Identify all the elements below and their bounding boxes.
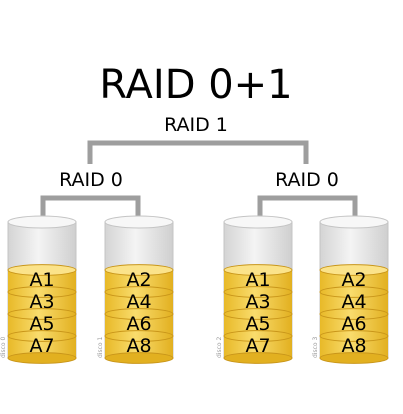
data-block-edge: [104, 330, 174, 342]
mirror-connector: [87, 140, 309, 164]
data-block-edge: [104, 286, 174, 298]
disk-bottom: [104, 352, 174, 364]
data-block-label: A6: [341, 313, 366, 335]
data-block: [8, 314, 76, 336]
disk-bottom: [319, 352, 389, 364]
data-block-label: A5: [245, 313, 270, 335]
stripe-group-label-left: RAID 0: [59, 169, 123, 191]
disk-caption: disco 2: [216, 337, 223, 358]
data-block-label: A3: [29, 291, 54, 313]
disk-top: [104, 215, 174, 229]
data-block-edge: [7, 264, 77, 276]
disk-caption: disco 0: [0, 337, 7, 358]
data-block-edge: [7, 308, 77, 320]
disk-top: [7, 215, 77, 229]
stripe-connector-right: [257, 195, 358, 222]
mirror-label: RAID 1: [164, 114, 228, 136]
disk-top: [319, 215, 389, 229]
data-block-label: A5: [29, 313, 54, 335]
data-block-label: A2: [341, 269, 366, 291]
data-block-label: A7: [245, 335, 270, 357]
data-block: [320, 314, 388, 336]
data-block-edge: [319, 286, 389, 298]
data-block: [105, 314, 173, 336]
stripe-group-label-right: RAID 0: [275, 169, 339, 191]
stripe-connector-left: [40, 195, 141, 222]
disk-top: [223, 215, 293, 229]
data-block-edge: [319, 264, 389, 276]
data-block-edge: [223, 308, 293, 320]
disk-bottom: [7, 352, 77, 364]
data-block: [8, 270, 76, 292]
data-block: [224, 336, 292, 358]
data-block-edge: [319, 330, 389, 342]
data-block-edge: [104, 264, 174, 276]
disk-caption: disco 3: [312, 337, 319, 358]
data-block-label: A4: [341, 291, 366, 313]
data-block: [320, 336, 388, 358]
data-block: [105, 336, 173, 358]
data-block-label: A1: [245, 269, 270, 291]
data-block: [224, 270, 292, 292]
data-block-label: A1: [29, 269, 54, 291]
data-block-label: A4: [126, 291, 151, 313]
data-block-label: A3: [245, 291, 270, 313]
data-block: [320, 292, 388, 314]
disk-caption: disco 1: [97, 337, 104, 358]
data-block-label: A8: [341, 335, 366, 357]
data-block-edge: [7, 330, 77, 342]
data-block-edge: [319, 308, 389, 320]
data-block: [105, 292, 173, 314]
disk-bottom: [223, 352, 293, 364]
diagram-title: RAID 0+1: [99, 62, 292, 108]
data-block-edge: [104, 308, 174, 320]
data-block: [224, 314, 292, 336]
data-block: [105, 270, 173, 292]
data-block: [224, 292, 292, 314]
data-block-label: A2: [126, 269, 151, 291]
data-block: [320, 270, 388, 292]
data-block-label: A6: [126, 313, 151, 335]
data-block-edge: [223, 264, 293, 276]
data-block: [8, 336, 76, 358]
data-block-edge: [223, 286, 293, 298]
data-block-edge: [223, 330, 293, 342]
data-block-label: A7: [29, 335, 54, 357]
data-block-label: A8: [126, 335, 151, 357]
data-block-edge: [7, 286, 77, 298]
data-block: [8, 292, 76, 314]
